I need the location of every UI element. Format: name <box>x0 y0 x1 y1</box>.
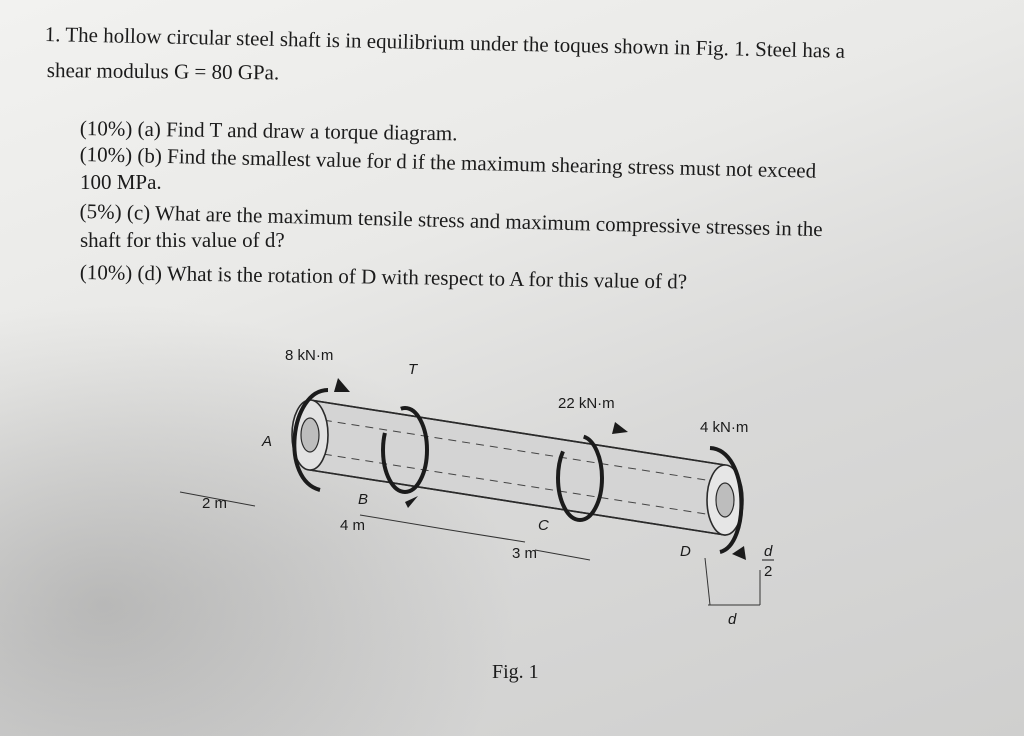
point-label-b: B <box>358 491 368 508</box>
problem-statement-line-1: 1. The hollow circular steel shaft is in… <box>44 22 846 63</box>
diameter-label: d <box>728 611 737 628</box>
point-label-c: C <box>538 517 549 534</box>
torque-ring-b <box>381 406 429 508</box>
part-b-text: (10%) (b) Find the smallest value for d … <box>79 142 817 183</box>
torque-label-a: 8 kN·m <box>285 347 333 364</box>
torque-label-c: 22 kN·m <box>558 395 615 412</box>
shaft-figure: 8 kN·m T 22 kN·m 4 kN·m A B C D 2 m 4 m … <box>179 347 774 628</box>
torque-label-t: T <box>408 361 419 378</box>
shaft-body <box>309 399 726 536</box>
part-b-text-continued: 100 MPa. <box>80 170 162 194</box>
part-d-text: (10%) (d) What is the rotation of D with… <box>79 260 688 294</box>
part-c-text-continued: shaft for this value of d? <box>80 228 285 252</box>
torque-ring-a <box>292 378 350 492</box>
point-label-a: A <box>261 433 272 450</box>
radius-label-num: d <box>764 543 773 560</box>
end-d <box>706 446 746 560</box>
torque-label-d: 4 kN·m <box>700 419 748 436</box>
radius-label-den: 2 <box>764 563 772 580</box>
figure-caption: Fig. 1 <box>492 661 539 683</box>
problem-statement-line-2: shear modulus G = 80 GPa. <box>46 58 280 85</box>
part-a-text: (10%) (a) Find T and draw a torque diagr… <box>79 116 458 146</box>
length-label-ab: 2 m <box>202 495 227 512</box>
length-label-cd: 3 m <box>512 545 537 562</box>
length-dimensions <box>179 491 761 606</box>
torque-ring-c <box>556 422 628 522</box>
length-label-bc: 4 m <box>340 517 365 534</box>
point-label-d: D <box>680 543 691 560</box>
